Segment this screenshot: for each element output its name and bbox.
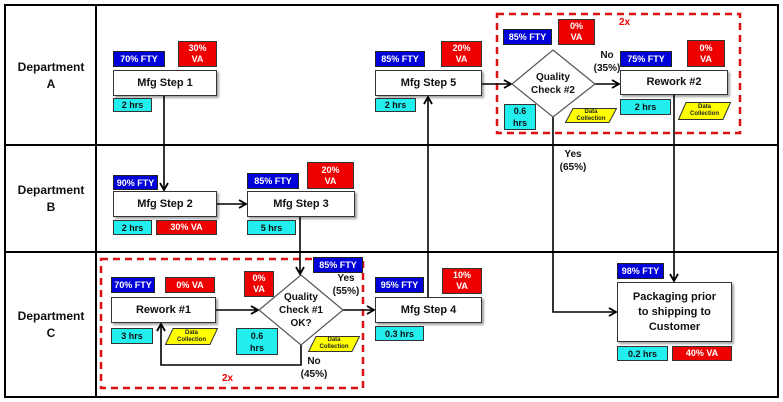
qc1-fty-badge: 85% FTY bbox=[313, 257, 363, 273]
mfg1-time-badge: 2 hrs bbox=[113, 98, 152, 112]
mfg5-va-badge: 20% VA bbox=[441, 41, 482, 67]
qc2-no-label: No (35%) bbox=[593, 50, 621, 74]
mfg3-va-badge: 20% VA bbox=[307, 162, 354, 189]
packaging-box[interactable]: Packaging prior to shipping to Customer bbox=[617, 282, 732, 342]
mfg5-time-badge: 2 hrs bbox=[375, 98, 416, 112]
rework1-data-collection: Data Collection bbox=[165, 328, 218, 345]
mfg4-time-badge: 0.3 hrs bbox=[375, 326, 424, 341]
mfg2-time-badge: 2 hrs bbox=[113, 220, 152, 235]
rework-loop-region-1 bbox=[99, 257, 365, 390]
mfg3-fty-badge: 85% FTY bbox=[247, 173, 299, 189]
qc2-rework-loop-label: 2x bbox=[619, 17, 631, 28]
qc2-data-collection: Data Collection bbox=[565, 108, 617, 123]
data-collection-parallelogram-icon bbox=[308, 336, 360, 352]
qc1-rework-loop-label: 2x bbox=[222, 373, 234, 384]
mfg-step-3-box[interactable]: Mfg Step 3 bbox=[247, 191, 355, 217]
qc1-data-collection: Data Collection bbox=[308, 336, 360, 352]
mfg2-va-badge: 30% VA bbox=[156, 220, 217, 235]
rework1-fty-badge: 70% FTY bbox=[111, 277, 155, 293]
arrow-qc2-yes-to-packaging bbox=[552, 116, 618, 317]
rework1-va-badge: 0% VA bbox=[165, 277, 215, 293]
qc1-time-badge: 0.6 hrs bbox=[236, 328, 278, 355]
packaging-va-badge: 40% VA bbox=[672, 346, 732, 361]
rework2-time-badge: 2 hrs bbox=[620, 99, 671, 115]
qc1-yes-label: Yes (55%) bbox=[332, 273, 360, 297]
mfg1-va-badge: 30% VA bbox=[178, 41, 217, 67]
packaging-time-badge: 0.2 hrs bbox=[617, 346, 668, 361]
qc2-diamond bbox=[511, 49, 596, 118]
mfg5-fty-badge: 85% FTY bbox=[375, 51, 425, 67]
rework-2-box[interactable]: Rework #2 bbox=[620, 70, 728, 95]
qc2-fty-badge: 85% FTY bbox=[503, 29, 552, 45]
qc2-va-badge: 0% VA bbox=[558, 19, 595, 45]
qc2-yes-label: Yes (65%) bbox=[559, 149, 587, 173]
rework1-time-badge: 3 hrs bbox=[111, 328, 153, 344]
mfg-step-5-box[interactable]: Mfg Step 5 bbox=[375, 70, 482, 96]
mfg4-fty-badge: 95% FTY bbox=[375, 277, 424, 293]
mfg3-time-badge: 5 hrs bbox=[247, 220, 296, 235]
rework2-fty-badge: 75% FTY bbox=[620, 51, 672, 67]
rework2-va-badge: 0% VA bbox=[687, 40, 725, 67]
qc1-diamond bbox=[258, 274, 344, 346]
qc1-va-badge: 0% VA bbox=[244, 271, 274, 297]
quality-check-2-decision[interactable]: Quality Check #2 bbox=[531, 72, 575, 96]
mfg-step-4-box[interactable]: Mfg Step 4 bbox=[375, 297, 482, 323]
data-collection-parallelogram-icon bbox=[565, 108, 617, 123]
mfg-step-2-box[interactable]: Mfg Step 2 bbox=[113, 191, 217, 217]
department-c-label: Department C bbox=[17, 309, 85, 340]
rework2-data-collection: Data Collection bbox=[678, 102, 731, 120]
data-collection-parallelogram-icon bbox=[165, 328, 218, 345]
rework-loop-region-2 bbox=[495, 12, 742, 135]
rework-1-box[interactable]: Rework #1 bbox=[111, 297, 216, 323]
qc2-time-badge: 0.6 hrs bbox=[504, 104, 536, 130]
mfg4-va-badge: 10% VA bbox=[442, 268, 482, 294]
data-collection-parallelogram-icon bbox=[678, 102, 731, 120]
mfg1-fty-badge: 70% FTY bbox=[113, 51, 165, 67]
department-b-label: Department B bbox=[17, 183, 85, 214]
packaging-fty-badge: 98% FTY bbox=[617, 263, 664, 279]
quality-check-1-decision[interactable]: Quality Check #1 OK? bbox=[279, 291, 323, 329]
arrow-qc1-no-to-rework1 bbox=[156, 322, 302, 366]
mfg2-fty-badge: 90% FTY bbox=[113, 175, 158, 190]
department-a-label: Department A bbox=[17, 59, 85, 91]
qc1-no-label: No (45%) bbox=[300, 356, 328, 380]
mfg-step-1-box[interactable]: Mfg Step 1 bbox=[113, 70, 217, 96]
